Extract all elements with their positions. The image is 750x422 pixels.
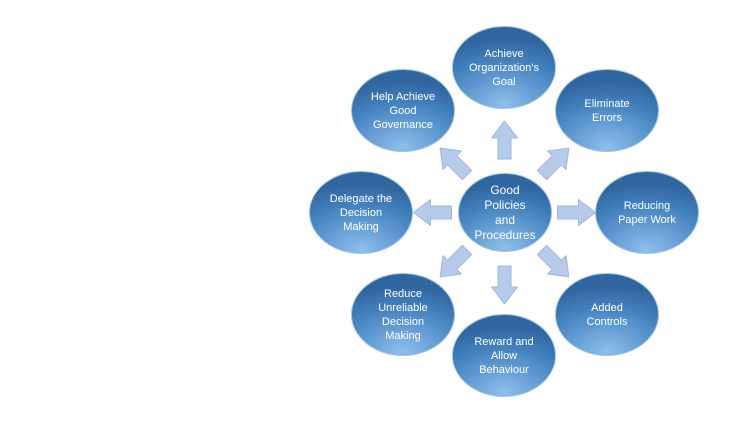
arrow-up-icon <box>491 120 518 160</box>
node-label: Reduce Unreliable Decision Making <box>378 287 428 342</box>
node-label: Delegate the Decision Making <box>329 192 393 233</box>
node-label: Achieve Organization's Goal <box>469 47 539 88</box>
node-delegate-the-decision-making: Delegate the Decision Making <box>309 171 413 254</box>
node-achieve-organizations-goal: Achieve Organization's Goal <box>452 26 556 109</box>
node-reducing-paper-work: Reducing Paper Work <box>595 171 699 254</box>
arrow-right-icon <box>557 199 596 226</box>
center-node-label: Good Policies and Procedures <box>474 182 536 242</box>
node-label: Eliminate Errors <box>584 97 630 124</box>
arrow-up-left-icon <box>430 138 477 185</box>
node-reduce-unreliable-decision-making: Reduce Unreliable Decision Making <box>351 273 455 356</box>
node-added-controls: Added Controls <box>555 273 659 356</box>
arrow-up-right-icon <box>532 138 579 185</box>
node-label: Help Achieve Good Governance <box>370 90 436 131</box>
node-label: Added Controls <box>586 301 628 328</box>
node-help-achieve-good-governance: Help Achieve Good Governance <box>351 69 455 152</box>
node-reward-and-allow-behaviour: Reward and Allow Behaviour <box>452 314 556 397</box>
arrow-down-icon <box>491 265 518 305</box>
arrow-down-right-icon <box>532 240 579 287</box>
arrow-left-icon <box>413 199 452 226</box>
node-label: Reward and Allow Behaviour <box>474 335 534 376</box>
arrow-down-left-icon <box>430 240 477 287</box>
node-eliminate-errors: Eliminate Errors <box>555 69 659 152</box>
node-good-policies-and-procedures: Good Policies and Procedures <box>458 173 552 252</box>
node-label: Reducing Paper Work <box>618 199 676 226</box>
